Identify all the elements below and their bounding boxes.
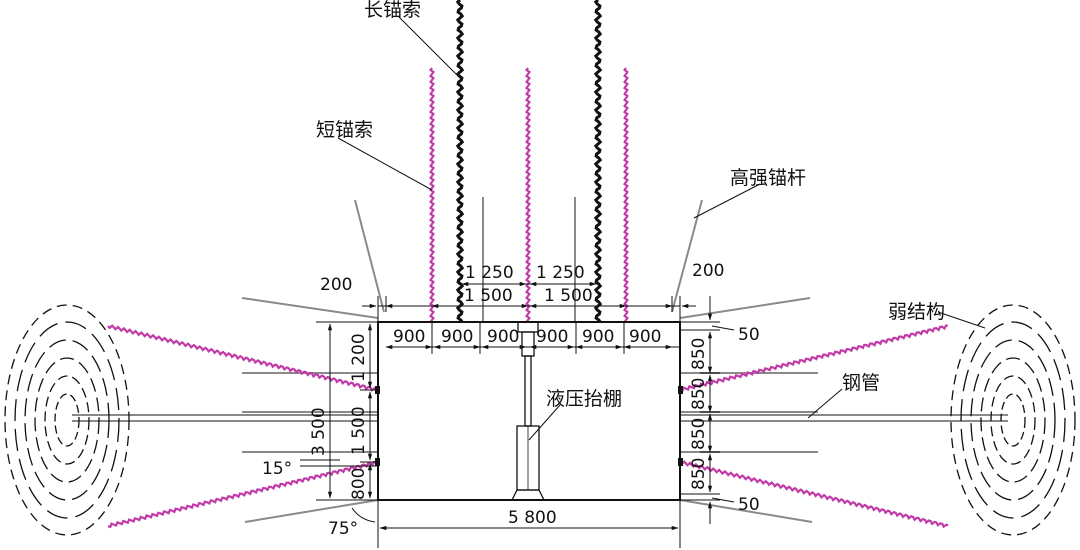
roadway-section [377, 321, 681, 501]
label-high-strength-bolt: 高强锚杆 [730, 167, 806, 189]
dim-top-left-offset: 200 [320, 275, 352, 295]
weak-structure-right [950, 304, 1076, 536]
top-dimensions [362, 281, 696, 354]
dim-long-cable-spacing-right: 1 250 [536, 263, 585, 283]
right-dimensions [680, 296, 735, 524]
long-cable-right [593, 0, 603, 323]
left-dimensions [300, 321, 378, 501]
top-corner-bolts [354, 199, 703, 313]
label-short-cable: 短锚索 [316, 119, 373, 141]
dim-long-cable-spacing-left: 1 250 [465, 263, 514, 283]
short-cable-5 [107, 460, 380, 529]
steel-pipe-left [72, 414, 378, 422]
dim-center-spacing-right: 1 500 [544, 286, 593, 306]
bottom-dimension [351, 500, 681, 548]
label-weak-structure: 弱结构 [888, 301, 945, 323]
label-steel-pipe: 钢管 [842, 372, 880, 394]
dim-right-segment-3: 850 [689, 418, 709, 450]
dim-left-height-total: 3 500 [309, 407, 329, 456]
dim-left-segment-2: 1 500 [349, 406, 369, 455]
dim-left-segment-1: 1 200 [349, 333, 369, 382]
short-cable-2 [525, 67, 531, 323]
dim-top-spacing-6: 900 [629, 327, 661, 347]
dim-right-bottom-offset: 50 [738, 495, 760, 515]
top-vertical-bolts [482, 197, 576, 322]
short-cable-7 [679, 460, 949, 529]
short-cable-3 [623, 67, 629, 323]
leader-lines [337, 15, 986, 441]
label-hydraulic-lift: 液压抬棚 [546, 388, 622, 410]
label-long-cable: 长锚索 [364, 0, 421, 21]
dim-top-right-offset: 200 [692, 261, 724, 281]
dim-bottom-width: 5 800 [508, 508, 557, 528]
dim-center-spacing-left: 1 500 [464, 286, 513, 306]
short-cable-6 [679, 324, 948, 393]
long-cable-left [455, 0, 465, 323]
short-cable-1 [429, 67, 435, 323]
dim-top-spacing-5: 900 [582, 327, 614, 347]
dim-angle-upper: 15° [262, 459, 292, 479]
short-cable-4 [107, 324, 379, 393]
dim-top-spacing-1: 900 [393, 327, 425, 347]
dim-right-segment-4: 850 [689, 458, 709, 490]
dim-angle-lower: 75° [328, 519, 358, 539]
short-anchor-cables [107, 67, 949, 529]
dim-right-top-offset: 50 [738, 325, 760, 345]
dim-top-spacing-4: 900 [536, 327, 568, 347]
steel-pipe-right [680, 414, 1008, 422]
dim-right-segment-1: 850 [689, 338, 709, 370]
dim-top-spacing-3: 900 [487, 327, 519, 347]
dim-left-segment-3: 800 [349, 468, 369, 500]
long-anchor-cables [455, 0, 603, 323]
weak-structure-left [4, 304, 130, 536]
dim-right-segment-2: 850 [689, 378, 709, 410]
dim-top-spacing-2: 900 [441, 327, 473, 347]
hydraulic-lift [510, 321, 546, 501]
